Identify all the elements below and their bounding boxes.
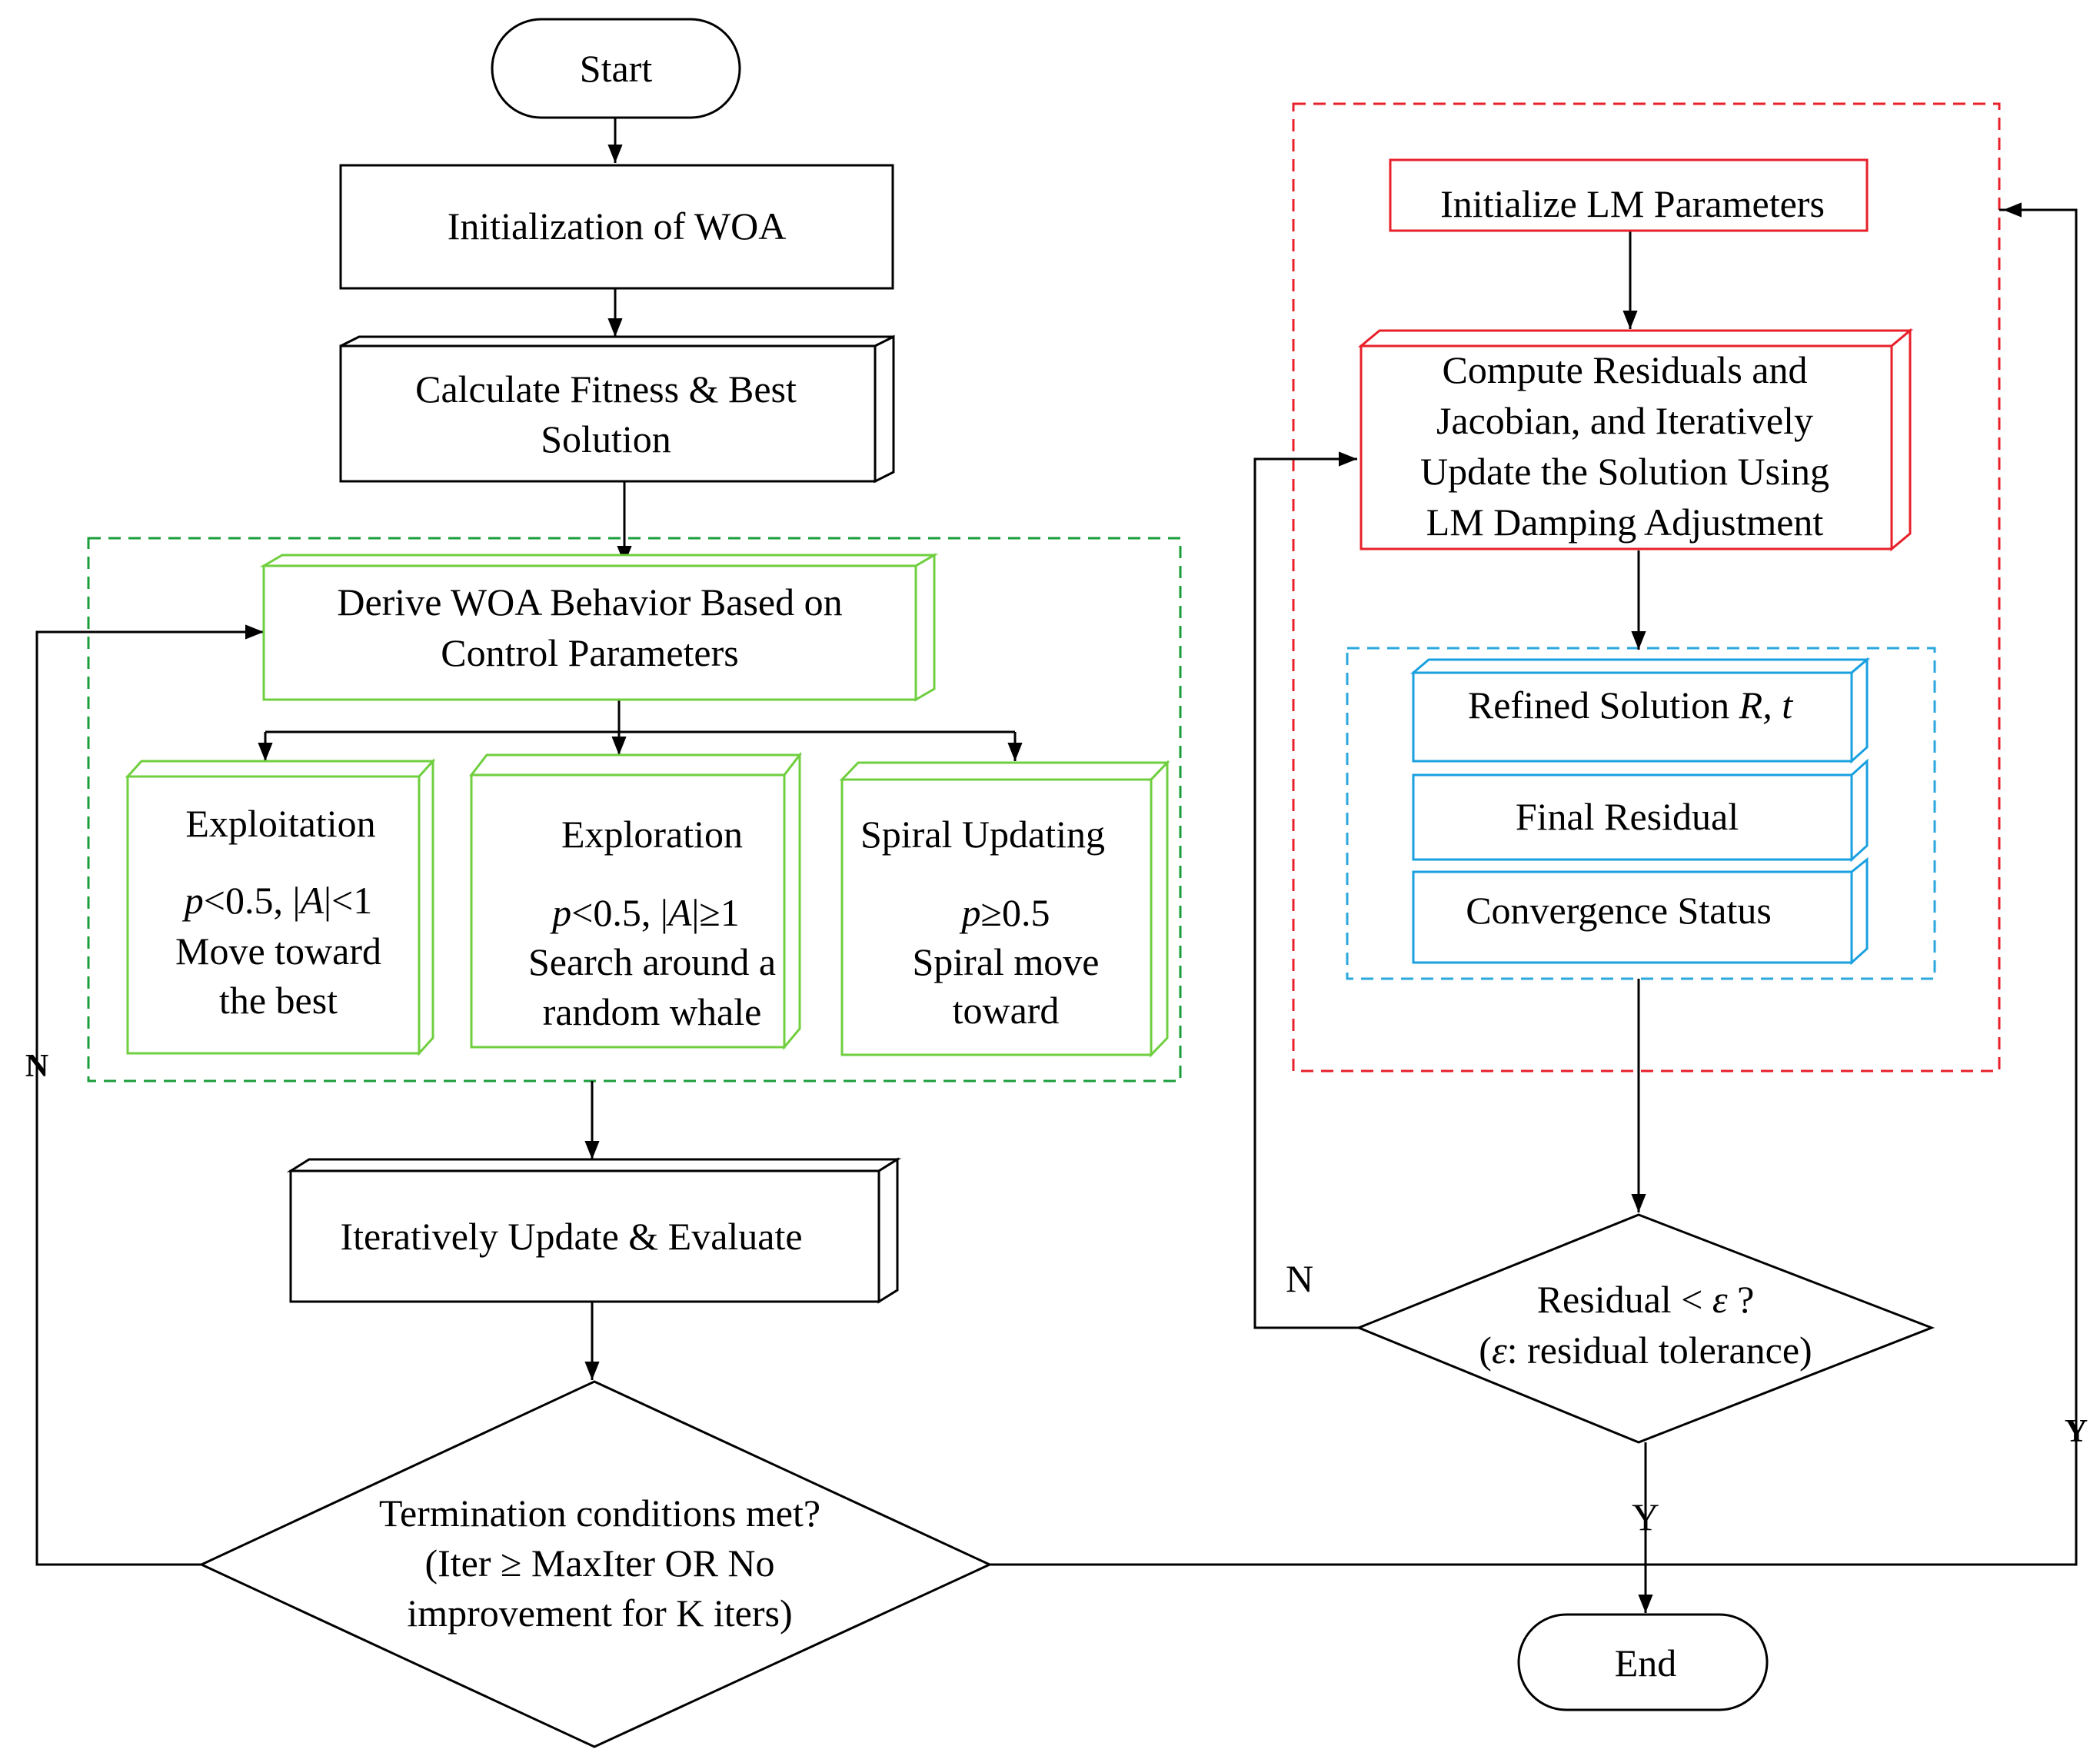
init-lm-label: Initialize LM Parameters [1440,182,1825,225]
derive-behavior-box: Derive WOA Behavior Based on Control Par… [259,553,939,702]
residual-tol-b: : residual tolerance) [1507,1329,1812,1372]
termination-line-2: (Iter ≥ MaxIter OR No [424,1541,774,1585]
exploitation-title: Exploitation [185,802,375,845]
exploitation-box: Exploitation p<0.5, |A|<1 Move toward th… [125,758,436,1056]
derive-line-2: Control Parameters [441,631,738,674]
start-label: Start [580,47,653,90]
end-label: End [1615,1641,1677,1684]
final-residual-box: Final Residual [1412,758,1869,863]
termination-decision: Termination conditions met? (Iter ≥ MaxI… [198,1380,993,1748]
end-terminal: End [1517,1613,1769,1711]
init-lm-box: Initialize LM Parameters [1389,158,1869,232]
spiral-box: Spiral Updating p≥0.5 Spiral move toward [839,760,1170,1058]
spiral-cond-p: p [960,891,981,934]
iterate-box: Iteratively Update & Evaluate [286,1157,902,1304]
refined-solution-box: Refined Solution R, t [1409,657,1871,764]
spiral-desc-1: Spiral move [912,940,1099,983]
compute-line-3: Update the Solution Using [1420,450,1829,493]
exploration-title: Exploration [561,813,743,856]
woa-behavior-group [87,537,1182,1083]
fitness-line-2: Solution [541,417,671,461]
exploitation-desc-2: the best [219,979,338,1022]
exploration-desc-1: Search around a [528,940,776,983]
refined-r: R, [1739,683,1772,727]
init-woa-label: Initialization of WOA [448,205,787,248]
exploration-cond-a: A [666,891,692,934]
lm-yes-label: Y [1632,1495,1659,1538]
connectors [35,118,2078,1613]
compute-residuals-box: Compute Residuals and Jacobian, and Iter… [1357,328,1914,552]
derive-line-1: Derive WOA Behavior Based on [337,580,842,624]
spiral-desc-2: toward [953,989,1060,1032]
residual-check-eps: ε [1712,1278,1728,1321]
exploitation-condition: p<0.5, |A|<1 [182,879,372,922]
residual-check-line-2: (ε: residual tolerance) [1479,1329,1812,1372]
exploration-cond-end: |≥1 [691,891,739,934]
spiral-condition: p≥0.5 [960,891,1050,934]
init-woa-box: Initialization of WOA [339,164,894,290]
lm-refinement-group [1292,102,2001,1073]
termination-line-3: improvement for K iters) [407,1591,792,1635]
refined-t: t [1782,683,1793,727]
fitness-line-1: Calculate Fitness & Best [415,367,797,411]
residual-tol-a: ( [1479,1329,1492,1372]
exploration-cond-rest: <0.5, | [571,891,668,934]
exploration-box: Exploration p<0.5, |A|≥1 Search around a… [468,751,803,1051]
compute-line-1: Compute Residuals and [1443,348,1808,391]
exploitation-cond-end: |<1 [324,879,372,922]
woa-yes-label: Y [2065,1414,2088,1449]
compute-line-4: LM Damping Adjustment [1426,501,1824,544]
residual-check-line-1: Residual < ε ? [1537,1278,1755,1321]
exploration-desc-2: random whale [543,990,762,1033]
exploitation-cond-rest: <0.5, | [204,879,301,922]
convergence-status-label: Convergence Status [1466,889,1772,932]
exploitation-desc-1: Move toward [175,930,381,973]
refined-prefix: Refined Solution [1468,683,1739,727]
edge-check-no-loop [1253,451,1359,1329]
termination-line-1: Termination conditions met? [379,1492,820,1535]
lm-no-label: N [1286,1257,1313,1300]
exploration-condition: p<0.5, |A|≥1 [550,891,740,934]
exploitation-cond-p: p [182,879,204,922]
iterate-label: Iteratively Update & Evaluate [340,1215,802,1258]
exploitation-cond-a: A [298,879,324,922]
spiral-cond-rest: ≥0.5 [981,891,1050,934]
residual-check-decision: Residual < ε ? (ε: residual tolerance) [1356,1213,1935,1444]
fitness-box: Calculate Fitness & Best Solution [339,334,895,484]
spiral-title: Spiral Updating [860,813,1105,856]
start-terminal: Start [491,18,741,119]
woa-no-label: N [25,1049,48,1084]
compute-line-2: Jacobian, and Iteratively [1436,399,1813,442]
convergence-status-box: Convergence Status [1412,856,1869,966]
residual-check-a: Residual < [1537,1278,1712,1321]
residual-check-b: ? [1728,1278,1755,1321]
edge-term-no-loop [35,624,264,1566]
residual-tol-eps: ε [1492,1329,1507,1372]
refined-solution-label: Refined Solution R, t [1468,683,1793,727]
final-residual-label: Final Residual [1516,795,1739,838]
lm-output-group [1346,647,1936,980]
exploration-cond-p: p [550,891,571,934]
